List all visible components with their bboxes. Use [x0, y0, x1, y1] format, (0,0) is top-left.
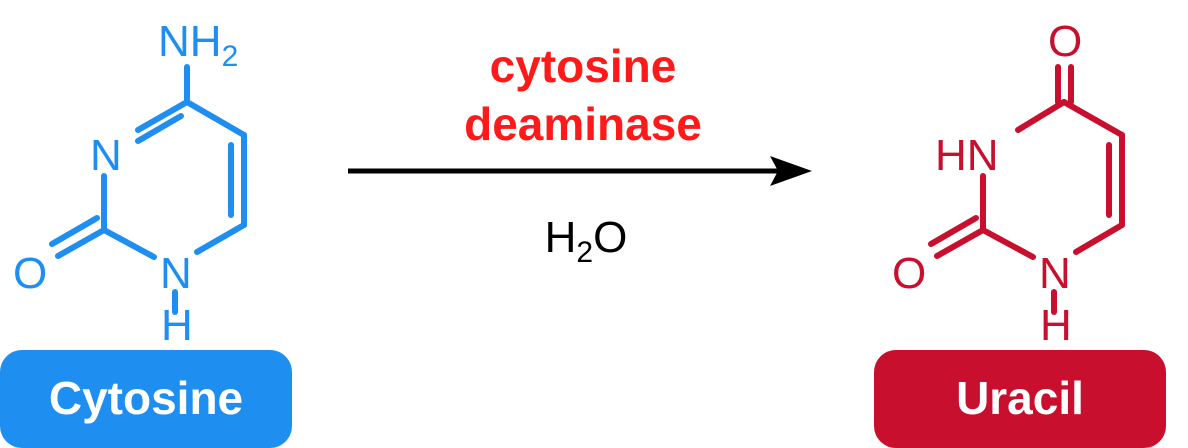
cytosine-badge: Cytosine — [0, 350, 292, 448]
uracil-left-oxygen-label: O — [892, 249, 926, 298]
bond-c4-c5 — [1061, 99, 1125, 138]
reaction-arrow: cytosine deaminase H2O — [348, 40, 812, 269]
bond-c6-n1 — [1073, 222, 1125, 255]
uracil-name: Uracil — [956, 372, 1084, 424]
uracil-badge: Uracil — [874, 350, 1166, 448]
condition-water: H2O — [545, 213, 628, 269]
uracil-structure: O HN N H O — [892, 17, 1125, 350]
enzyme-label-line2: deaminase — [464, 98, 702, 150]
bond-c4-c5 — [184, 99, 247, 138]
uracil-top-oxygen-label: O — [1048, 17, 1082, 66]
bond-c2-o-double — [928, 215, 979, 247]
arrow-head — [770, 156, 812, 186]
bond-c4-n3 — [135, 99, 190, 133]
uracil-n1-label: N — [1039, 249, 1071, 298]
enzyme-label-line1: cytosine — [490, 40, 677, 92]
bond-c2-n1 — [101, 227, 157, 260]
cytosine-n3-label: N — [90, 131, 122, 180]
bond-c4-n3 — [1015, 99, 1067, 133]
cytosine-amine-label: NH2 — [158, 17, 238, 73]
cytosine-oxygen-label: O — [13, 249, 47, 298]
uracil-n3-label: HN — [935, 131, 999, 180]
bond-c2-o — [934, 227, 986, 259]
cytosine-name: Cytosine — [49, 372, 243, 424]
bond-c2-o — [55, 227, 107, 259]
bond-c2-n1 — [980, 227, 1036, 260]
cytosine-h1-label: H — [161, 301, 193, 350]
bond-c6-n1 — [194, 222, 247, 255]
bond-c4-n3-double — [135, 113, 184, 144]
uracil-h1-label: H — [1040, 301, 1072, 350]
bond-c2-o-double — [49, 215, 100, 247]
cytosine-structure: NH2 N N H O — [13, 17, 247, 350]
cytosine-n1-label: N — [160, 249, 192, 298]
